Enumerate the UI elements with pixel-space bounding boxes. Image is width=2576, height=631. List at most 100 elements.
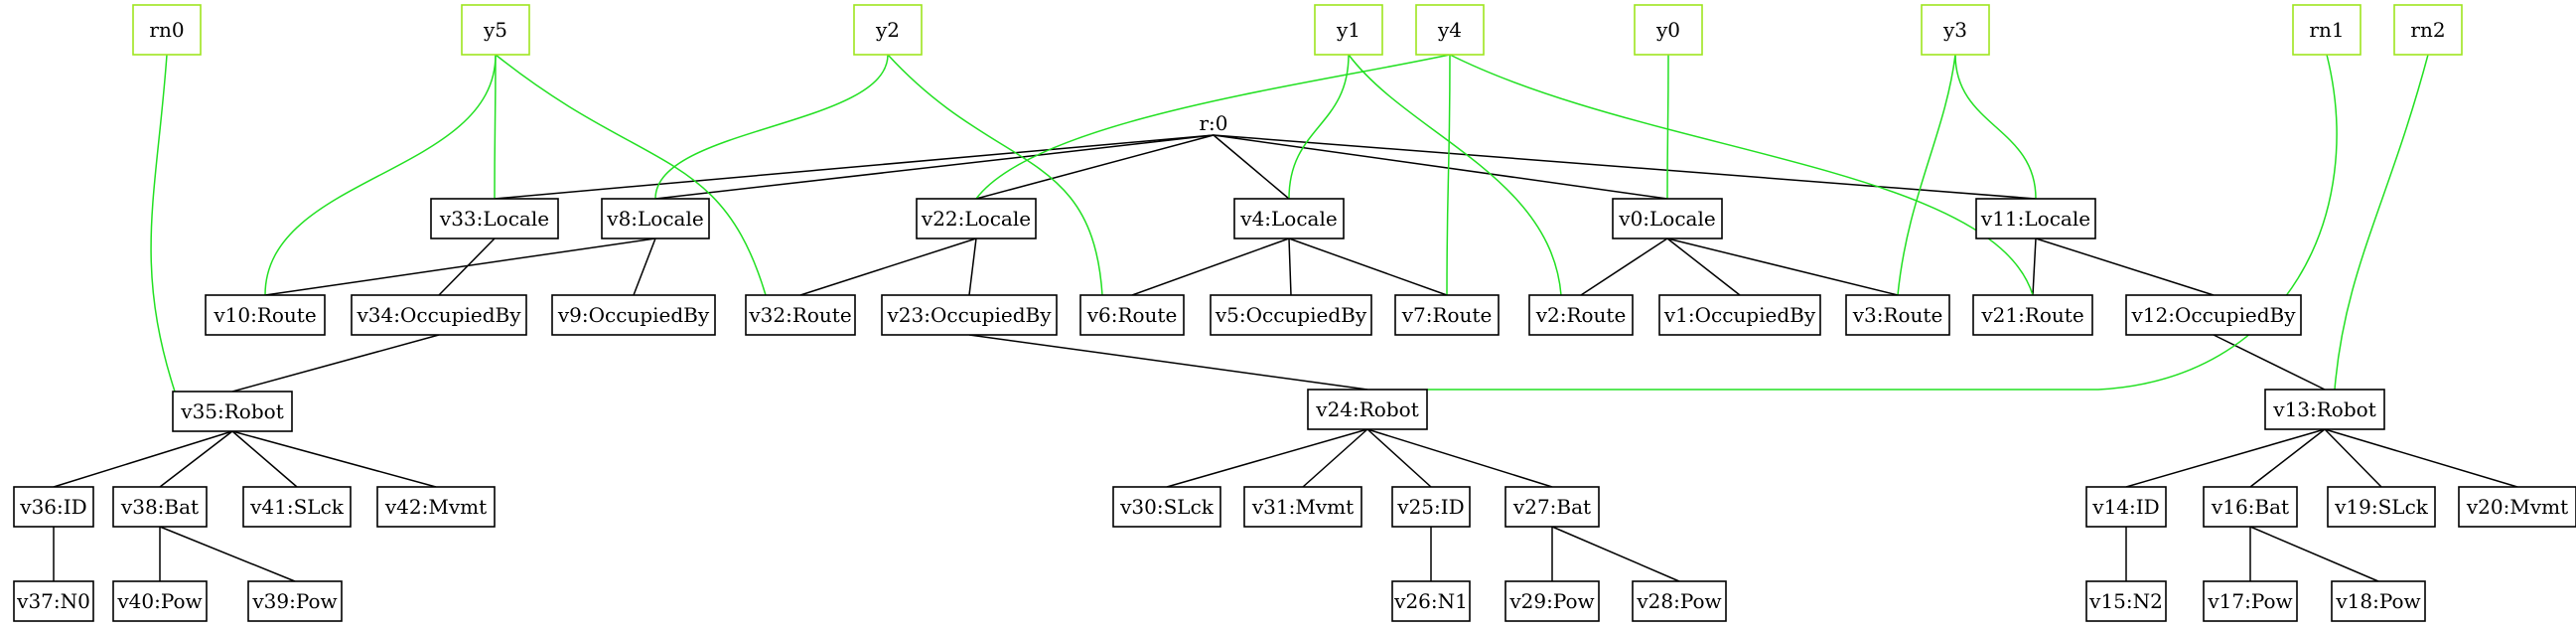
node-label-v18: v18:Pow <box>2335 589 2420 613</box>
node-box-v2 <box>1528 294 1634 336</box>
node-label-v6: v6:Route <box>1086 303 1178 327</box>
node-label-rn1: rn1 <box>2309 18 2344 42</box>
node-v25: v25:ID <box>1391 486 1471 528</box>
node-label-v35: v35:Robot <box>180 399 283 423</box>
node-box-v11 <box>1975 198 2096 239</box>
node-box-y2 <box>853 4 923 56</box>
edge-v24-v25 <box>1366 428 1432 488</box>
node-label-v33: v33:Locale <box>439 207 549 231</box>
edge-y1-v4 <box>1288 54 1350 200</box>
node-v3: v3:Route <box>1845 294 1950 336</box>
node-v39: v39:Pow <box>247 580 343 622</box>
node-box-v39 <box>247 580 343 622</box>
node-v20: v20:Mvmt <box>2458 486 2576 528</box>
node-v23: v23:OccupiedBy <box>881 294 1058 336</box>
node-v8: v8:Locale <box>601 198 710 239</box>
edge-r0-v0 <box>1213 134 1668 200</box>
node-label-v11: v11:Locale <box>1980 207 2090 231</box>
node-box-v34 <box>351 294 527 336</box>
edge-r0-v22 <box>975 134 1215 200</box>
node-box-y4 <box>1415 4 1485 56</box>
node-y2: y2 <box>853 4 923 56</box>
node-box-rn1 <box>2292 4 2361 56</box>
edge-v13-v14 <box>2125 428 2326 488</box>
node-box-rn2 <box>2393 4 2463 56</box>
edge-v12-v13 <box>2213 334 2326 391</box>
node-box-y5 <box>461 4 530 56</box>
node-v28: v28:Pow <box>1632 580 1727 622</box>
edge-y0-v0 <box>1666 54 1669 200</box>
edge-v13-v16 <box>2249 428 2326 488</box>
edge-v16-v18 <box>2249 526 2379 582</box>
node-label-v32: v32:Route <box>748 303 851 327</box>
node-box-v22 <box>916 198 1037 239</box>
node-v19: v19:SLck <box>2327 486 2436 528</box>
edge-y5-v32 <box>495 54 767 296</box>
node-label-y2: y2 <box>875 18 900 42</box>
edge-v4-v5 <box>1288 237 1292 296</box>
node-label-v31: v31:Mvmt <box>1251 495 1354 519</box>
node-label-r0: r:0 <box>1199 111 1227 135</box>
edge-v0-v2 <box>1580 237 1668 296</box>
node-label-v28: v28:Pow <box>1636 589 1721 613</box>
node-y0: y0 <box>1634 4 1703 56</box>
edge-rn2-v13 <box>2334 54 2429 391</box>
node-label-v14: v14:ID <box>2091 495 2159 519</box>
node-v11: v11:Locale <box>1975 198 2096 239</box>
node-label-v2: v2:Route <box>1535 303 1627 327</box>
node-box-v8 <box>601 198 710 239</box>
node-box-v30 <box>1112 486 1221 528</box>
edge-y4-v21 <box>1449 54 2034 296</box>
node-label-v9: v9:OccupiedBy <box>557 303 710 327</box>
node-v32: v32:Route <box>745 294 856 336</box>
edge-r0-v8 <box>654 134 1215 200</box>
edge-v22-v23 <box>968 237 977 296</box>
node-y3: y3 <box>1921 4 1990 56</box>
edge-v35-v36 <box>53 430 233 488</box>
node-y5: y5 <box>461 4 530 56</box>
node-box-v18 <box>2331 580 2426 622</box>
node-label-v30: v30:SLck <box>1119 495 1215 519</box>
node-label-v42: v42:Mvmt <box>384 495 487 519</box>
node-box-v36 <box>13 486 94 528</box>
node-label-v10: v10:Route <box>213 303 316 327</box>
node-v7: v7:Route <box>1394 294 1500 336</box>
node-label-y0: y0 <box>1655 18 1680 42</box>
node-v41: v41:SLck <box>242 486 352 528</box>
edge-v35-v41 <box>231 430 298 488</box>
node-label-v8: v8:Locale <box>606 207 703 231</box>
node-label-y4: y4 <box>1437 18 1462 42</box>
edge-v4-v6 <box>1131 237 1290 296</box>
node-label-v37: v37:N0 <box>16 589 90 613</box>
node-box-v6 <box>1079 294 1185 336</box>
node-box-v23 <box>881 294 1058 336</box>
edge-v11-v21 <box>2032 237 2037 296</box>
node-v31: v31:Mvmt <box>1243 486 1362 528</box>
node-label-v12: v12:OccupiedBy <box>2131 303 2297 327</box>
node-v2: v2:Route <box>1528 294 1634 336</box>
edge-layer <box>53 54 2518 582</box>
node-box-v3 <box>1845 294 1950 336</box>
edge-v24-v30 <box>1166 428 1368 488</box>
node-box-v29 <box>1504 580 1600 622</box>
node-rn1: rn1 <box>2292 4 2361 56</box>
node-label-v27: v27:Bat <box>1512 495 1591 519</box>
node-v14: v14:ID <box>2085 486 2167 528</box>
node-box-v33 <box>430 198 559 239</box>
node-v17: v17:Pow <box>2203 580 2298 622</box>
edge-rn0-v35 <box>150 54 176 393</box>
node-v36: v36:ID <box>13 486 94 528</box>
node-v16: v16:Bat <box>2203 486 2298 528</box>
edge-y3-v3 <box>1897 54 1956 296</box>
edge-y5-v33 <box>494 54 497 200</box>
node-label-v24: v24:Robot <box>1315 397 1418 421</box>
node-label-rn0: rn0 <box>149 18 184 42</box>
edge-v11-v12 <box>2035 237 2215 296</box>
node-box-rn0 <box>132 4 202 56</box>
node-label-v36: v36:ID <box>19 495 86 519</box>
node-box-v42 <box>376 486 496 528</box>
node-v22: v22:Locale <box>916 198 1037 239</box>
edge-v13-v20 <box>2324 428 2518 488</box>
edge-v13-v19 <box>2324 428 2382 488</box>
node-box-v7 <box>1394 294 1500 336</box>
